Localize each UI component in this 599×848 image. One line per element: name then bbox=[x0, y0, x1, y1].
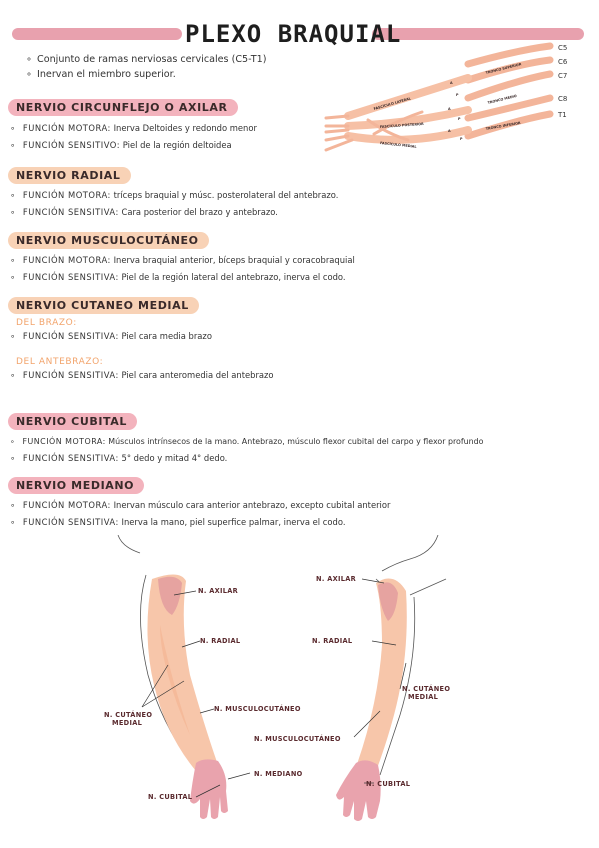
function-label: Función motora: bbox=[22, 123, 111, 133]
section-musculocutaneo: Nervio musculocutáneo Función motora: In… bbox=[8, 229, 593, 286]
title-banner: PLEXO BRAQUIAL bbox=[0, 10, 599, 54]
motor-function: Función motora: Inerva braquial anterior… bbox=[10, 252, 593, 269]
trunk-label: TRONCO INFERIOR bbox=[485, 121, 521, 131]
subheading-antebrazo: Del antebrazo: bbox=[16, 357, 104, 367]
sensory-function: Función sensitiva: Inerva la mano, piel … bbox=[10, 514, 593, 531]
function-label: Función sensitivo: bbox=[22, 140, 121, 150]
function-text: Piel de la región lateral del antebrazo,… bbox=[121, 272, 346, 282]
function-text: Inerva Deltoides y redondo menor bbox=[113, 123, 257, 133]
section-heading: Nervio mediano bbox=[8, 477, 145, 494]
function-text: Piel cara media brazo bbox=[121, 331, 212, 341]
function-text: Inerva la mano, piel superfice palmar, i… bbox=[121, 517, 346, 527]
function-text: 5° dedo y mitad 4° dedo. bbox=[121, 453, 228, 463]
root-label: C7 bbox=[558, 72, 567, 80]
section-radial: Nervio radial Función motora: tríceps br… bbox=[8, 164, 593, 221]
intro-item: Inervan el miembro superior. bbox=[26, 67, 266, 82]
motor-function: Función motora: tríceps braquial y músc.… bbox=[10, 187, 593, 204]
sensory-function: Función sensitiva: Piel de la región lat… bbox=[10, 269, 593, 286]
arm-label-axilar: N. AXILAR bbox=[198, 587, 238, 595]
title-bar-left bbox=[12, 28, 182, 40]
function-label: Función motora: bbox=[22, 437, 106, 446]
division-label: P bbox=[458, 117, 461, 121]
intro-item: Conjunto de ramas nerviosas cervicales (… bbox=[26, 52, 266, 67]
function-label: Función sensitiva: bbox=[22, 370, 119, 380]
trunk-label: TRONCO MEDIO bbox=[487, 94, 517, 105]
function-text: Músculos intrínsecos de la mano. Antebra… bbox=[108, 437, 484, 446]
function-label: Función motora: bbox=[22, 255, 111, 265]
function-label: Función sensitiva: bbox=[22, 207, 119, 217]
root-label: T1 bbox=[557, 111, 567, 119]
function-text: Inerva braquial anterior, bíceps braquia… bbox=[113, 255, 355, 265]
motor-function: Función motora: Músculos intrínsecos de … bbox=[10, 433, 593, 450]
function-text: Cara posterior del brazo y antebrazo. bbox=[121, 207, 278, 217]
function-text: tríceps braquial y músc. posterolateral … bbox=[113, 190, 339, 200]
section-heading: Nervio circunflejo o axilar bbox=[8, 99, 238, 116]
division-label: P bbox=[456, 93, 459, 97]
arm-label-mediano: N. MEDIANO bbox=[254, 770, 303, 778]
function-label: Función sensitiva: bbox=[22, 272, 119, 282]
title-bar-right bbox=[372, 28, 584, 40]
cord-label: FASCÍCULO MEDIAL bbox=[380, 140, 418, 149]
section-heading: Nervio cutaneo medial bbox=[8, 297, 199, 314]
arm-label-musculocutaneo: N. MUSCULOCUTÁNEO bbox=[254, 734, 341, 743]
section-heading: Nervio radial bbox=[8, 167, 131, 184]
division-label: A bbox=[448, 129, 451, 133]
sensory-function: Función sensitiva: Piel cara media brazo bbox=[10, 328, 593, 345]
function-label: Función sensitiva: bbox=[22, 453, 119, 463]
arm-label-cubital: N. CUBITAL bbox=[148, 793, 193, 801]
function-text: Piel de la región deltoidea bbox=[122, 140, 232, 150]
page-title: PLEXO BRAQUIAL bbox=[185, 20, 402, 48]
section-mediano: Nervio mediano Función motora: Inervan m… bbox=[8, 474, 593, 531]
division-label: P bbox=[460, 137, 463, 141]
function-label: Función motora: bbox=[22, 190, 111, 200]
arm-label-cutaneo-medial: MEDIAL bbox=[112, 719, 143, 727]
arm-label-radial: N. RADIAL bbox=[200, 637, 241, 645]
arm-label-musculocutaneo: N. MUSCULOCUTÁNEO bbox=[214, 704, 301, 713]
root-label: C8 bbox=[558, 95, 567, 103]
arm-label-radial: N. RADIAL bbox=[312, 637, 353, 645]
function-label: Función motora: bbox=[22, 500, 111, 510]
function-label: Función sensitiva: bbox=[22, 517, 119, 527]
sensory-function: Función sensitiva: 5° dedo y mitad 4° de… bbox=[10, 450, 593, 467]
arm-label-cutaneo-medial: N. CUTÁNEO bbox=[402, 684, 450, 693]
arm-label-cubital: N. CUBITAL bbox=[366, 780, 411, 788]
arm-label-cutaneo-medial: N. CUTÁNEO bbox=[104, 710, 152, 719]
cord-label: FASCÍCULO POSTERIOR bbox=[380, 121, 425, 129]
root-label: C6 bbox=[558, 58, 568, 66]
division-label: A bbox=[448, 107, 451, 111]
sensory-function: Función sensitiva: Cara posterior del br… bbox=[10, 204, 593, 221]
function-text: Piel cara anteromedia del antebrazo bbox=[121, 370, 274, 380]
section-cubital: Nervio cubital Función motora: Músculos … bbox=[8, 410, 593, 467]
arm-label-axilar: N. AXILAR bbox=[316, 575, 356, 583]
intro-list: Conjunto de ramas nerviosas cervicales (… bbox=[26, 52, 266, 82]
arms-illustration: N. AXILAR N. RADIAL N. CUTÁNEO MEDIAL N.… bbox=[104, 535, 450, 821]
sensory-function: Función sensitiva: Piel cara anteromedia… bbox=[10, 367, 593, 384]
root-label: C5 bbox=[558, 44, 567, 52]
plexus-roots: C5 C6 C7 C8 T1 bbox=[557, 44, 568, 119]
section-cutaneo-medial: Nervio cutaneo medial Del brazo: Función… bbox=[8, 294, 593, 384]
section-heading: Nervio cubital bbox=[8, 413, 138, 430]
motor-function: Función motora: Inerva Deltoides y redon… bbox=[10, 120, 308, 137]
function-text: Inervan músculo cara anterior antebrazo,… bbox=[113, 500, 391, 510]
section-axilar: Nervio circunflejo o axilar Función moto… bbox=[8, 96, 308, 154]
section-heading: Nervio musculocutáneo bbox=[8, 232, 209, 249]
division-label: A bbox=[450, 81, 453, 85]
sensory-function: Función sensitivo: Piel de la región del… bbox=[10, 137, 308, 154]
subheading-brazo: Del brazo: bbox=[16, 318, 77, 328]
motor-function: Función motora: Inervan músculo cara ant… bbox=[10, 497, 593, 514]
plexus-diagram: TRONCO SUPERIOR TRONCO MEDIO TRONCO INFE… bbox=[324, 42, 568, 152]
arm-label-cutaneo-medial: MEDIAL bbox=[408, 693, 439, 701]
function-label: Función sensitiva: bbox=[22, 331, 119, 341]
